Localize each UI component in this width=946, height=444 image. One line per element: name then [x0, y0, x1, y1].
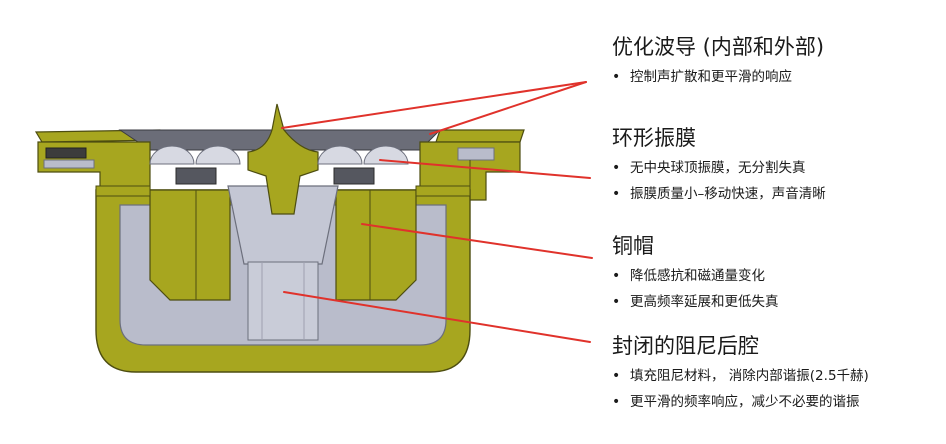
faceplate-right: [435, 129, 525, 143]
bullet-dot: •: [612, 69, 621, 85]
bullet-dot: •: [612, 268, 621, 284]
tweeter-cross-section: [34, 103, 525, 373]
bullet-dot: •: [612, 186, 621, 202]
copper-cap-vent: [247, 261, 319, 341]
section-heading: 封闭的阻尼后腔: [612, 334, 759, 358]
bullet-item: • 降低感抗和磁通量变化: [612, 267, 942, 285]
ring-dome-4: [363, 145, 409, 165]
leader-ring-diaphragm: [379, 159, 591, 179]
leader-waveguide-outer: [429, 81, 587, 135]
ring-dome-2: [195, 145, 241, 165]
bullet-text: 振膜质量小–移动快速，声音清晰: [630, 186, 826, 202]
left-terminal: [45, 147, 87, 159]
magnet-right: [335, 189, 417, 301]
bullet-text: 降低感抗和磁通量变化: [630, 268, 765, 284]
bullet-item: • 振膜质量小–移动快速，声音清晰: [612, 185, 942, 203]
right-terminal: [457, 147, 495, 161]
section-waveguide: 优化波导 (内部和外部) • 控制声扩散和更平滑的响应: [612, 34, 942, 86]
bullet-text: 填充阻尼材料， 消除内部谐振(2.5千赫): [630, 368, 869, 384]
bullet-dot: •: [612, 294, 621, 310]
leader-copper-cap: [361, 223, 593, 259]
leader-rear-chamber: [283, 291, 591, 343]
bullet-dot: •: [612, 160, 621, 176]
bullet-item: • 更高频率延展和更低失真: [612, 293, 942, 311]
section-rear-chamber: 封闭的阻尼后腔 • 填充阻尼材料， 消除内部谐振(2.5千赫) • 更平滑的频率响应…: [612, 333, 942, 411]
bullet-text: 无中央球顶振膜，无分割失真: [630, 160, 806, 176]
bullet-text: 更高频率延展和更低失真: [630, 294, 779, 310]
waveguide-spike: [247, 103, 319, 215]
bullet-item: • 控制声扩散和更平滑的响应: [612, 68, 942, 86]
bullet-text: 更平滑的频率响应，减少不必要的谐振: [630, 394, 860, 410]
bullet-item: • 更平滑的频率响应，减少不必要的谐振: [612, 393, 942, 411]
magnet-left: [149, 189, 231, 301]
section-copper-cap: 铜帽 • 降低感抗和磁通量变化 • 更高频率延展和更低失真: [612, 233, 942, 311]
section-heading: 优化波导 (内部和外部): [612, 35, 825, 59]
leader-waveguide-inner: [281, 81, 587, 129]
pole-piece: [227, 185, 339, 265]
bullet-dot: •: [612, 368, 621, 384]
section-ring-diaphragm: 环形振膜 • 无中央球顶振膜，无分割失真 • 振膜质量小–移动快速，声音清晰: [612, 125, 942, 203]
leader-lines: [281, 81, 593, 343]
section-heading: 铜帽: [612, 234, 654, 258]
bullet-dot: •: [612, 394, 621, 410]
bullet-item: • 无中央球顶振膜，无分割失真: [612, 159, 942, 177]
ring-dome-3: [317, 145, 363, 165]
bullet-text: 控制声扩散和更平滑的响应: [630, 69, 792, 85]
ring-dome-1: [149, 145, 195, 165]
section-heading: 环形振膜: [612, 126, 696, 150]
bullet-item: • 填充阻尼材料， 消除内部谐振(2.5千赫): [612, 367, 942, 385]
